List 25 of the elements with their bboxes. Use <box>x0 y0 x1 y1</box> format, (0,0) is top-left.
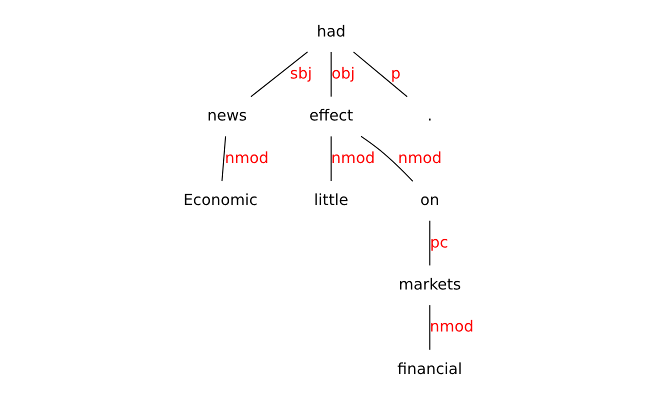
connector <box>221 136 226 182</box>
edge-label: obj <box>332 64 355 82</box>
connector <box>360 136 414 182</box>
edge-label: nmod <box>224 148 269 167</box>
connector <box>330 52 332 97</box>
node-text: effect <box>309 106 354 125</box>
connector <box>429 305 430 350</box>
edge-label: pc <box>430 233 448 252</box>
node-text: news <box>207 106 247 125</box>
node-text: on <box>420 191 440 210</box>
node-text: financial <box>397 360 462 378</box>
connector <box>330 136 332 182</box>
edge-label: p <box>390 64 401 82</box>
node-text: . <box>427 106 432 125</box>
node-text: had <box>316 22 346 40</box>
connector <box>353 52 408 98</box>
edge-label: nmod <box>398 148 442 167</box>
node-text: markets <box>398 275 461 294</box>
edge-label: nmod <box>430 318 474 336</box>
connector <box>429 220 430 266</box>
connector <box>250 52 308 98</box>
edge-label: nmod <box>331 148 375 167</box>
node-text: Economic <box>183 191 258 210</box>
edge-label: sbj <box>290 64 312 82</box>
node-text: little <box>314 191 348 210</box>
